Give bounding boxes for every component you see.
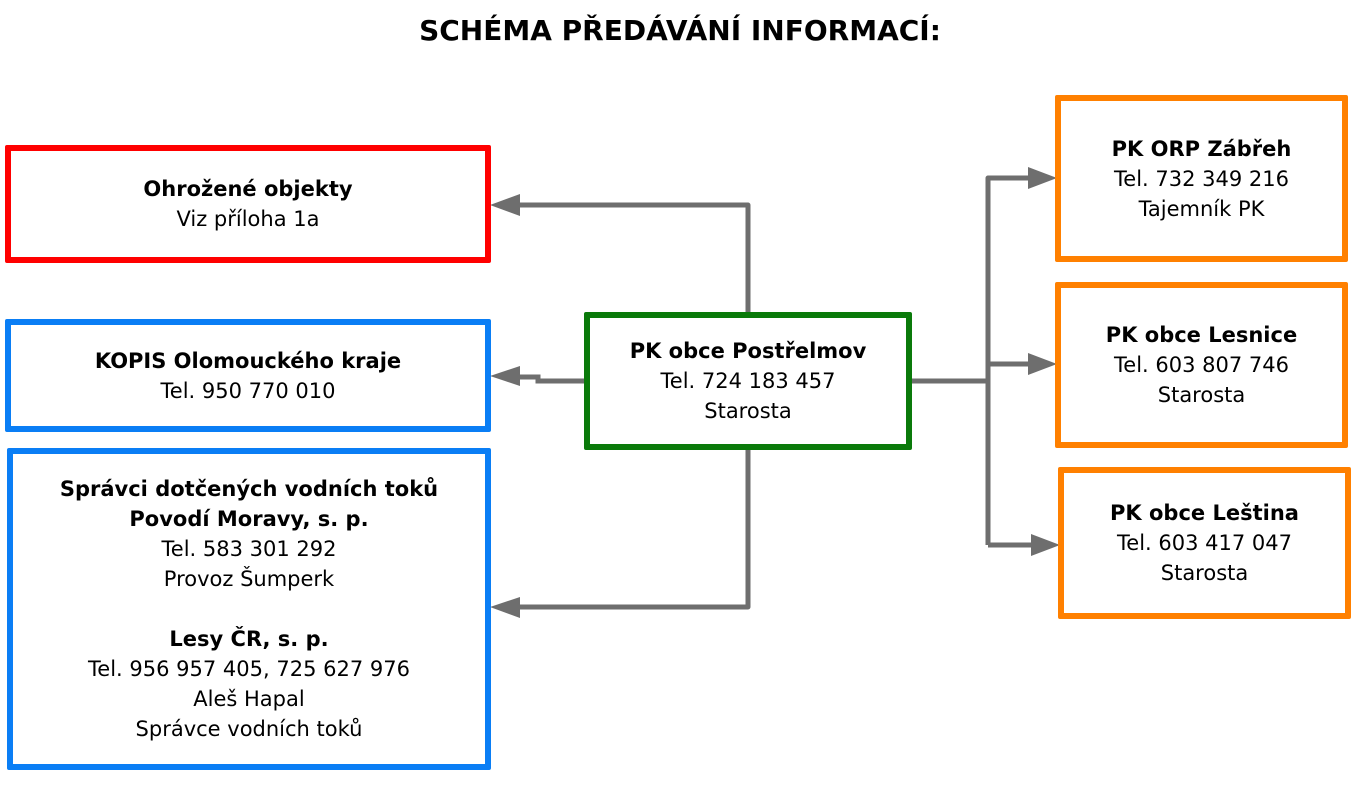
right-box-role: Starosta xyxy=(1157,383,1246,407)
water-managers-heading: Správci dotčených vodních toků xyxy=(59,477,439,501)
connector-to-kopis xyxy=(518,374,585,384)
threatened-objects-box: Ohrožené objekty Viz příloha 1a xyxy=(5,145,491,263)
right-box-title: PK obce Lesnice xyxy=(1105,323,1298,347)
arrowhead-kopis xyxy=(490,366,520,386)
kopis-title: KOPIS Olomouckého kraje xyxy=(94,348,402,373)
right-box-role: Starosta xyxy=(1160,561,1249,585)
arrowhead-zabreh xyxy=(1028,167,1057,189)
water-managers-box: Správci dotčených vodních toků Povodí Mo… xyxy=(7,448,491,770)
center-phone: Tel. 724 183 457 xyxy=(660,369,836,393)
right-box-title: PK ORP Zábřeh xyxy=(1111,136,1292,161)
right-box-role: Tajemník PK xyxy=(1138,196,1265,221)
right-box-phone: Tel. 603 807 746 xyxy=(1114,353,1289,377)
center-title: PK obce Postřelmov xyxy=(629,339,867,363)
center-role: Starosta xyxy=(704,399,792,423)
connector-right-trunk xyxy=(985,175,1030,545)
povodi-moravy-unit: Provoz Šumperk xyxy=(163,567,335,591)
lesy-cr-name: Lesy ČR, s. p. xyxy=(169,627,329,651)
lesy-cr-person: Aleš Hapal xyxy=(193,687,305,711)
right-box-phone: Tel. 603 417 047 xyxy=(1117,531,1292,555)
arrowhead-lestina xyxy=(1031,534,1060,556)
arrowhead-threatened xyxy=(490,194,520,216)
lesy-cr-role: Správce vodních toků xyxy=(135,717,363,741)
right-box-lesnice: PK obce Lesnice Tel. 603 807 746 Starost… xyxy=(1055,282,1348,448)
diagram-title: SCHÉMA PŘEDÁVÁNÍ INFORMACÍ: xyxy=(419,14,941,47)
right-box-lestina: PK obce Leština Tel. 603 417 047 Starost… xyxy=(1058,467,1351,619)
povodi-moravy-phone: Tel. 583 301 292 xyxy=(161,537,337,561)
connector-to-threatened-objects xyxy=(520,202,751,313)
connector-to-water-managers xyxy=(520,450,751,610)
kopis-phone: Tel. 950 770 010 xyxy=(160,378,336,403)
kopis-box: KOPIS Olomouckého kraje Tel. 950 770 010 xyxy=(5,319,491,432)
arrowhead-lesnice xyxy=(1028,353,1057,375)
threatened-objects-title: Ohrožené objekty xyxy=(143,177,353,201)
center-box: PK obce Postřelmov Tel. 724 183 457 Star… xyxy=(584,312,912,450)
right-box-zabreh: PK ORP Zábřeh Tel. 732 349 216 Tajemník … xyxy=(1055,95,1348,262)
lesy-cr-phone: Tel. 956 957 405, 725 627 976 xyxy=(88,657,410,681)
arrowhead-water xyxy=(490,597,520,618)
right-box-phone: Tel. 732 349 216 xyxy=(1114,166,1289,191)
povodi-moravy-name: Povodí Moravy, s. p. xyxy=(129,507,369,531)
right-box-title: PK obce Leština xyxy=(1110,501,1299,525)
threatened-objects-detail: Viz příloha 1a xyxy=(176,207,320,231)
